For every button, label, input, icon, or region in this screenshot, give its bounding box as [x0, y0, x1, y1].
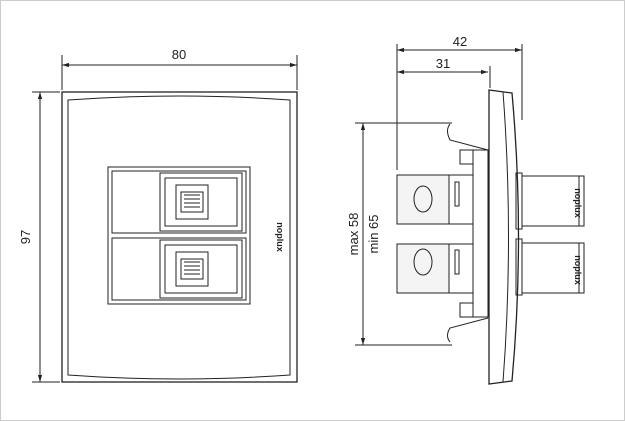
max-label: max 58	[346, 213, 361, 256]
cover-frame	[61, 91, 298, 383]
terminal-block-bottom	[396, 243, 474, 294]
rj-socket-top	[159, 172, 243, 232]
cover-plate-side	[488, 89, 520, 385]
jack-bottom: noplux	[515, 238, 585, 296]
rj-socket-bottom	[159, 239, 243, 299]
cover-plate	[67, 95, 291, 380]
side-view: 42 31 max 58 min 65	[346, 34, 585, 385]
brand-logo-top: noplux	[573, 188, 583, 218]
claw-bottom	[447, 317, 489, 343]
brand-logo-bottom: noplux	[573, 255, 583, 285]
total-depth-label: 42	[453, 34, 467, 49]
jack-top: noplux	[515, 172, 585, 230]
insert-module	[107, 166, 251, 305]
height-label: 97	[18, 230, 33, 244]
front-view: 80 97 noplux	[18, 47, 298, 383]
brand-logo: noplux	[275, 222, 285, 252]
width-label: 80	[172, 47, 186, 62]
terminal-block-top	[396, 174, 474, 225]
min-label: min 65	[366, 214, 381, 253]
claw-top	[447, 123, 489, 151]
depth-label: 31	[436, 56, 450, 71]
